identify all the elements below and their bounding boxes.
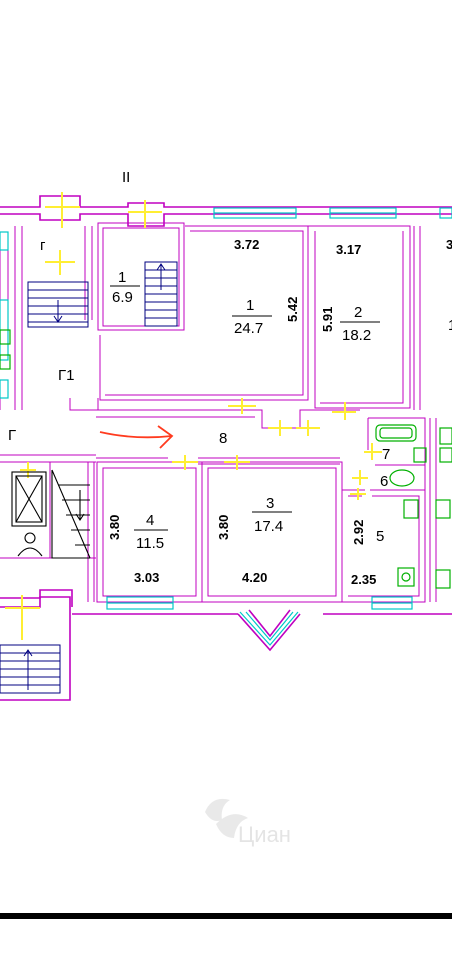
bottom-bar xyxy=(0,913,452,919)
corridor-label: Г xyxy=(8,427,16,444)
stairs xyxy=(0,261,178,694)
room-area: 6.9 xyxy=(112,289,133,306)
room-area: 24.7 xyxy=(234,320,263,337)
room-depth: 5.91 xyxy=(320,307,335,332)
room-number: 5 xyxy=(376,528,384,545)
room-depth: 2.92 xyxy=(351,520,366,545)
room-number: 1 xyxy=(246,297,254,314)
axis-mark: II xyxy=(122,169,130,186)
sanitary-fixtures xyxy=(0,329,452,589)
elevator-shaft xyxy=(11,469,91,559)
windows xyxy=(0,207,452,646)
room-area: 17.4 xyxy=(254,518,283,535)
room-number: 1 xyxy=(118,269,126,286)
stair-label: г xyxy=(40,237,46,254)
room-number: 7 xyxy=(382,446,390,463)
watermark-logo xyxy=(205,798,248,838)
room-number: 8 xyxy=(219,430,227,447)
room-width: 4.20 xyxy=(242,570,267,585)
room-number: Г1 xyxy=(58,367,74,384)
room-number: 2 xyxy=(354,304,362,321)
room-number: 3 xyxy=(266,495,274,512)
plan-labels: II г Г 1 6.9 3.72 1 24.7 5.42 3.17 2 18.… xyxy=(8,169,452,847)
room-depth: 3.80 xyxy=(216,515,231,540)
room-width: 3.03 xyxy=(134,570,159,585)
edge-mark: 3 xyxy=(446,237,452,252)
room-number: 6 xyxy=(380,473,388,490)
interior-walls xyxy=(0,222,437,603)
room-area: 18.2 xyxy=(342,327,371,344)
room-width: 2.35 xyxy=(351,572,376,587)
room-width: 3.72 xyxy=(234,237,259,252)
room-area: 11.5 xyxy=(136,535,164,552)
room-number: 4 xyxy=(146,512,154,529)
room-depth: 5.42 xyxy=(285,297,300,322)
edge-mark: 1 xyxy=(448,317,452,334)
watermark-text: Циан xyxy=(238,822,291,847)
room-depth: 3.80 xyxy=(107,515,122,540)
room-width: 3.17 xyxy=(336,242,361,257)
door-markers xyxy=(5,192,382,640)
entrance-arrow xyxy=(99,425,174,449)
